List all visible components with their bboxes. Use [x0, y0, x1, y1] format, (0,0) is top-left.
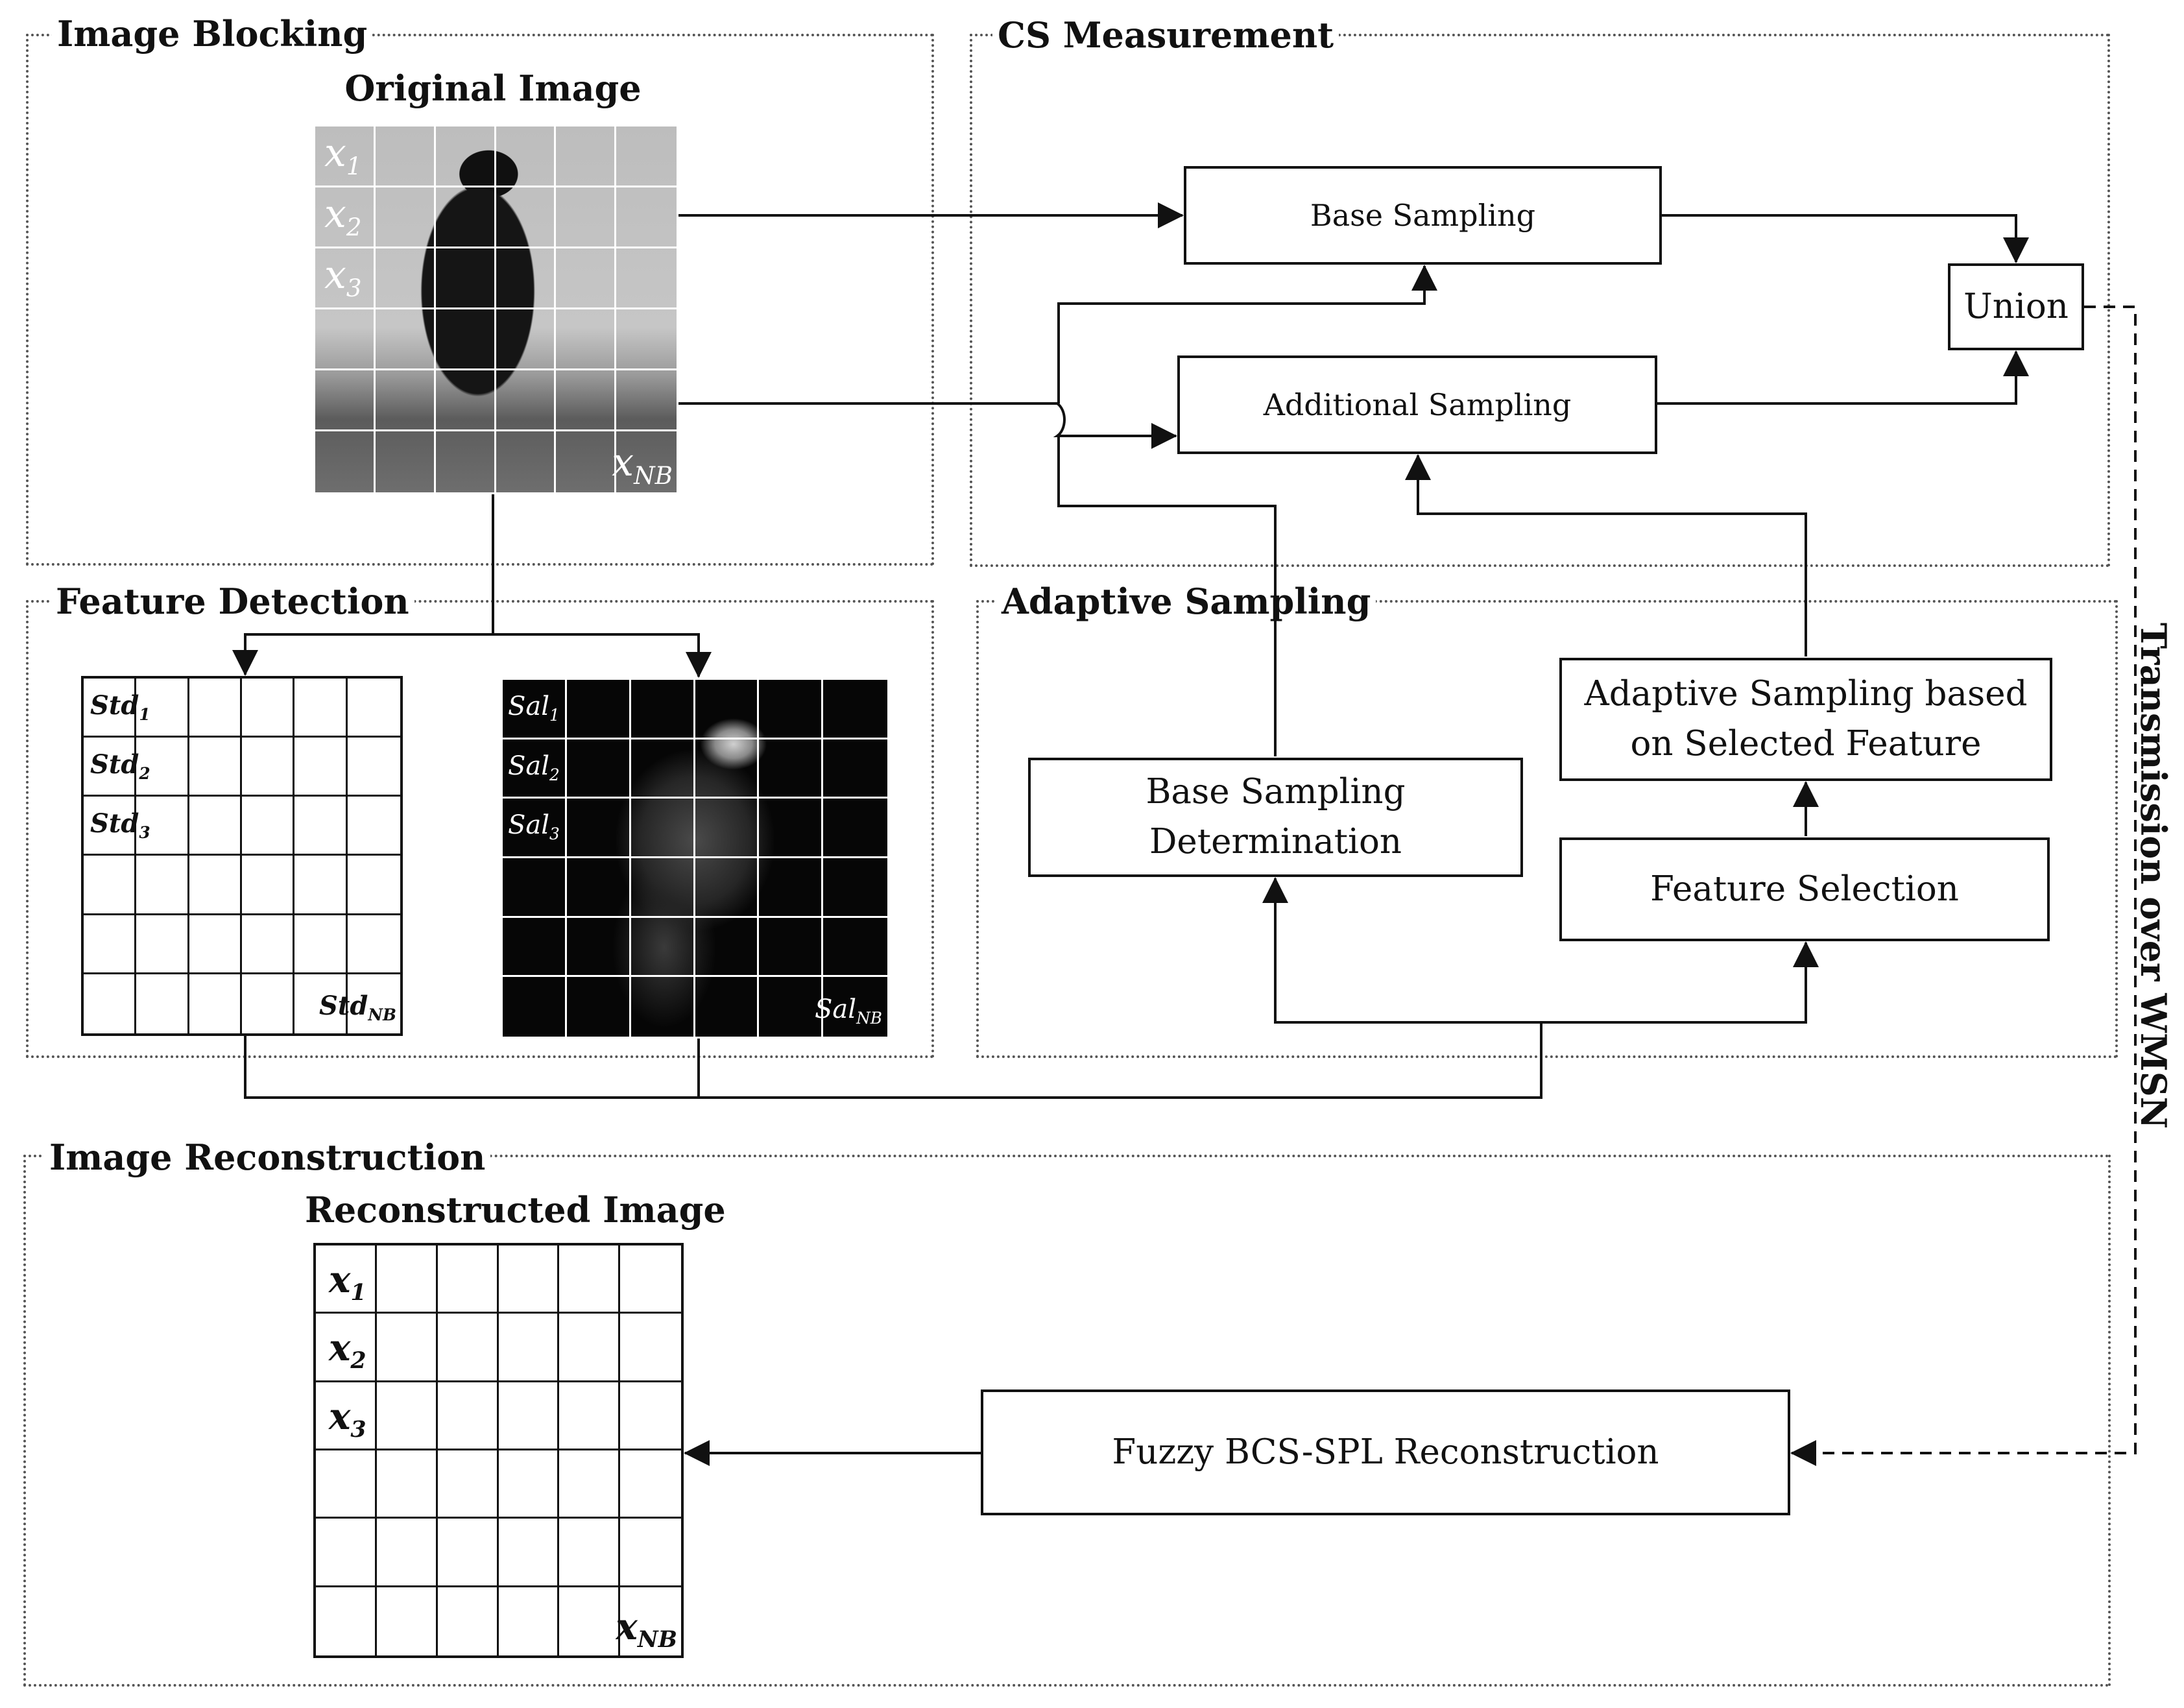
- image-block: xNB: [612, 431, 677, 492]
- base-sampling-determination-box: Base Sampling Determination: [1028, 758, 1523, 877]
- arrow-base-to-union: [1662, 214, 2029, 263]
- image-block: x3: [315, 248, 376, 309]
- sal-label-3: Sal3: [508, 810, 560, 844]
- arrow-to-determination: [1262, 877, 1541, 1024]
- saliency-map-grid: Sal1 Sal2 Sal3 SalNB: [501, 678, 889, 1039]
- section-title-feature-detection: Feature Detection: [51, 581, 414, 622]
- original-image-title: Original Image: [344, 67, 642, 109]
- section-title-adaptive-sampling: Adaptive Sampling: [996, 581, 1376, 622]
- adaptive-sampling-feature-box: Adaptive Sampling based on Selected Feat…: [1559, 658, 2052, 781]
- arrow-to-feature-selection: [1541, 941, 1819, 1024]
- transmission-label: Transmission over WMSN: [2133, 622, 2174, 1129]
- original-image-grid: x1 x2 x3 xNB: [313, 125, 678, 494]
- sal-label-1: Sal1: [508, 692, 560, 725]
- section-feature-detection: [26, 600, 934, 1058]
- section-title-cs-measurement: CS Measurement: [992, 14, 1339, 56]
- reconstructed-image-grid: x1 x2 x3 xNB: [313, 1243, 684, 1658]
- std-feature-grid: Std1 Std2 Std3 StdNB: [81, 676, 403, 1036]
- section-title-image-reconstruction: Image Reconstruction: [44, 1137, 491, 1178]
- arrow-determination-to-base-sampling: [1057, 266, 1424, 756]
- block-label-x3: x3: [324, 252, 362, 302]
- block-label-x1: x1: [324, 130, 362, 180]
- feature-selection-box: Feature Selection: [1559, 837, 2050, 941]
- rec-label-x3: x3: [329, 1395, 366, 1443]
- std-label-1: Std1: [90, 690, 150, 724]
- rec-label-x1: x1: [329, 1258, 366, 1306]
- rec-label-x2: x2: [329, 1327, 366, 1375]
- union-box: Union: [1948, 263, 2084, 350]
- arrow-image-to-std-grid: [232, 494, 494, 676]
- std-label-2: Std2: [90, 749, 150, 784]
- dashed-transmission-link: [1790, 306, 2137, 1466]
- additional-sampling-box: Additional Sampling: [1177, 355, 1657, 454]
- section-image-blocking: [26, 34, 934, 566]
- arrow-image-to-additional-sampling: [678, 402, 1177, 449]
- image-block: x2: [315, 187, 376, 248]
- block-label-x2: x2: [324, 191, 362, 241]
- section-cs-measurement: [970, 34, 2110, 567]
- rec-label-xnb: xNB: [616, 1605, 677, 1653]
- arrow-additional-to-union: [1657, 350, 2029, 405]
- sal-label-2: Sal2: [508, 751, 560, 784]
- line-features-to-adaptive: [244, 1022, 1542, 1099]
- block-label-xnb: xNB: [612, 440, 673, 490]
- reconstructed-image-title: Reconstructed Image: [305, 1189, 726, 1231]
- section-adaptive-sampling: [976, 600, 2118, 1058]
- arrow-feature-to-additional-sampling: [1405, 454, 1807, 656]
- std-label-nb: StdNB: [319, 990, 396, 1024]
- section-image-reconstruction: [23, 1155, 2111, 1687]
- std-label-3: Std3: [90, 808, 150, 843]
- image-block: x1: [315, 126, 376, 187]
- arrow-image-to-sal-grid: [493, 633, 712, 678]
- sal-label-nb: SalNB: [815, 994, 882, 1028]
- fuzzy-reconstruction-box: Fuzzy BCS-SPL Reconstruction: [981, 1389, 1790, 1515]
- section-title-image-blocking: Image Blocking: [52, 13, 373, 54]
